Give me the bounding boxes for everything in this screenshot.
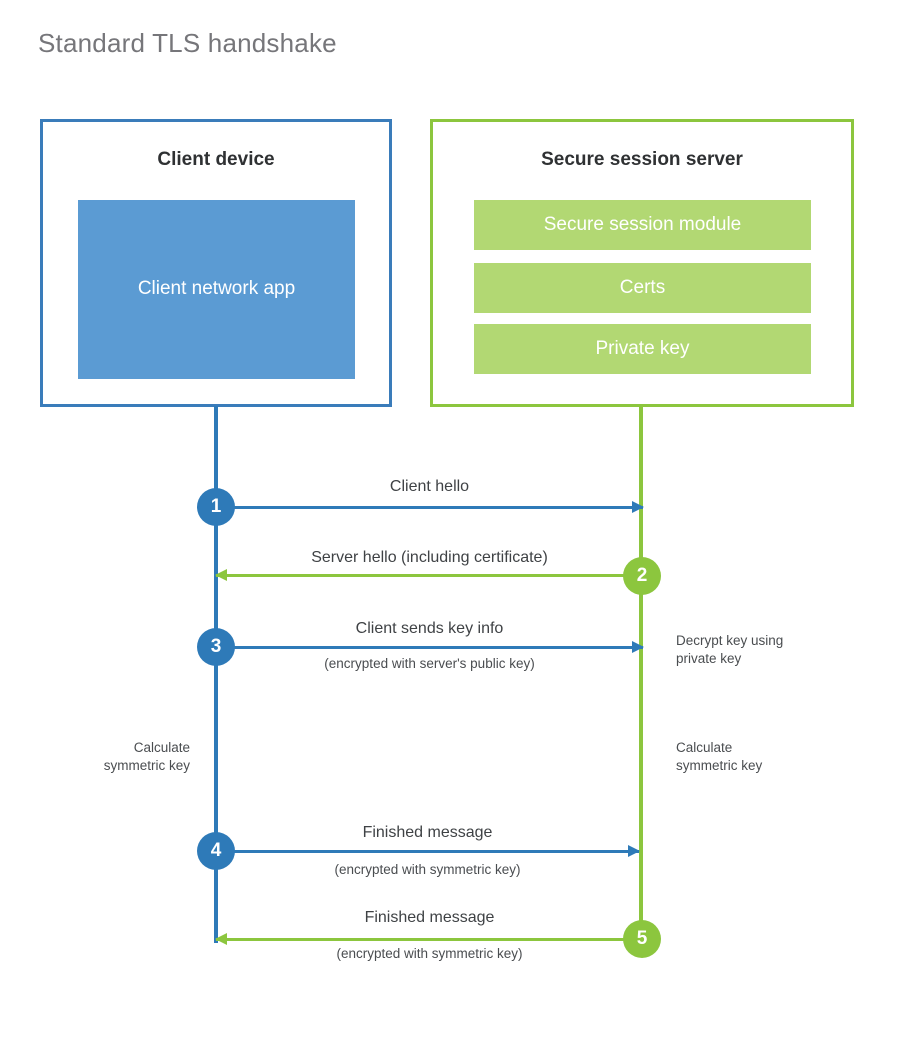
- step-5-label: Finished message: [364, 909, 495, 926]
- step-circle-2: 2: [623, 557, 661, 595]
- arrow-step-5: [215, 933, 643, 945]
- client-lifeline: [214, 406, 218, 943]
- step-2-label: Server hello (including certificate): [311, 549, 548, 566]
- arrowhead-right-icon: [628, 845, 640, 857]
- note-calculate-symmetric-key-server: Calculate symmetric key: [676, 740, 763, 773]
- arrow-step-3: [216, 641, 644, 653]
- arrow-step-4: [216, 845, 640, 857]
- arrowhead-right-icon: [632, 501, 644, 513]
- step-circle-5: 5: [623, 920, 661, 958]
- step-3-sublabel: (encrypted with server's public key): [324, 656, 535, 671]
- step-circle-3: 3: [197, 628, 235, 666]
- server-lifeline: [639, 406, 643, 939]
- arrowhead-left-icon: [215, 569, 227, 581]
- step-circle-1: 1: [197, 488, 235, 526]
- arrowhead-left-icon: [215, 933, 227, 945]
- secure-session-server-box: Secure session server Secure session mod…: [430, 119, 854, 407]
- step-circle-4: 4: [197, 832, 235, 870]
- client-device-title: Client device: [157, 149, 275, 170]
- arrowhead-right-icon: [632, 641, 644, 653]
- server-module-secure-session-module: Secure session module: [474, 200, 811, 250]
- arrow-step-1: [216, 501, 644, 513]
- secure-session-server-title: Secure session server: [541, 149, 743, 170]
- step-5-sublabel: (encrypted with symmetric key): [336, 946, 523, 961]
- client-network-app-block: Client network app: [78, 200, 355, 379]
- note-calculate-symmetric-key-client: Calculate symmetric key: [103, 740, 190, 773]
- page-title: Standard TLS handshake: [38, 28, 337, 58]
- step-4-sublabel: (encrypted with symmetric key): [334, 862, 521, 877]
- server-module-certs: Certs: [474, 263, 811, 313]
- step-4-label: Finished message: [362, 824, 493, 841]
- step-3-label: Client sends key info: [355, 620, 504, 637]
- server-module-private-key: Private key: [474, 324, 811, 374]
- arrow-step-2: [215, 569, 643, 581]
- client-device-box: Client device Client network app: [40, 119, 392, 407]
- step-1-label: Client hello: [389, 478, 470, 495]
- note-decrypt-key: Decrypt key using private key: [676, 633, 784, 666]
